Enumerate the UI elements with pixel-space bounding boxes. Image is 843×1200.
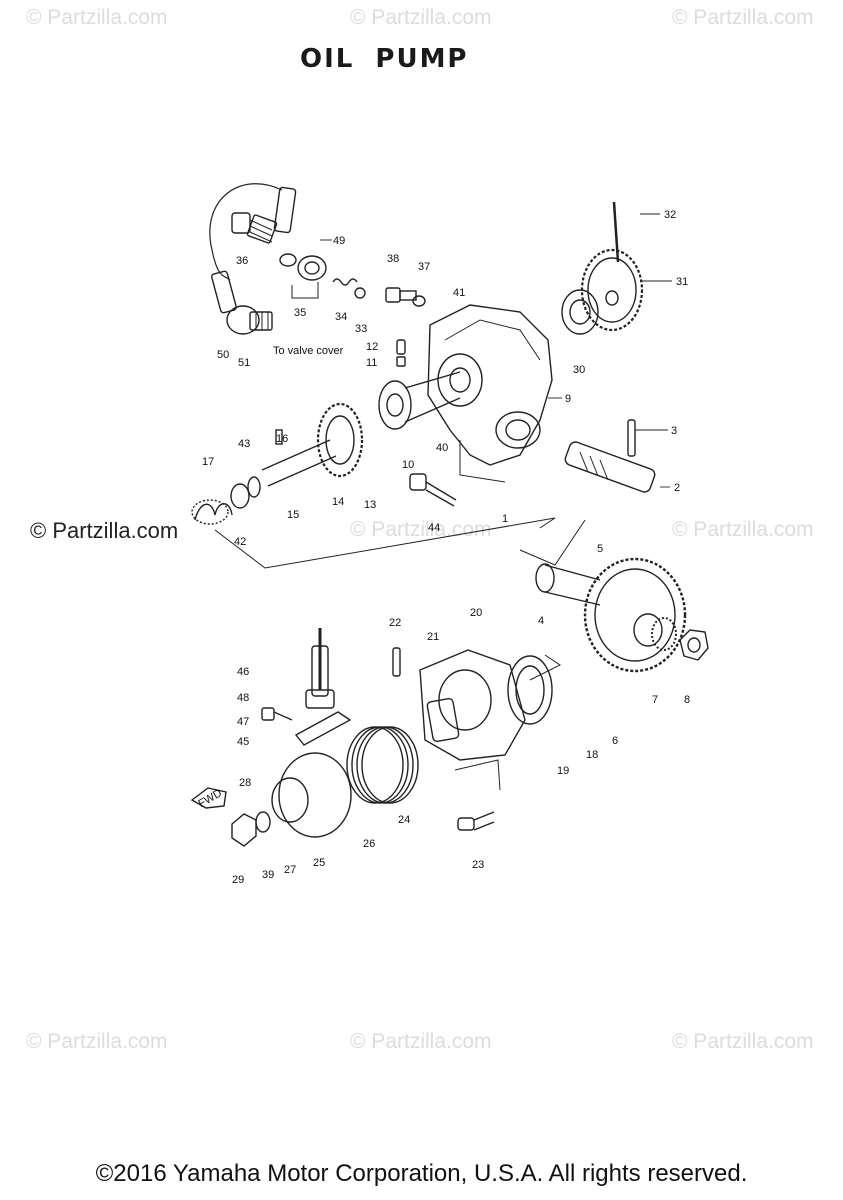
callout-42: 42 [234, 536, 246, 548]
callout-41: 41 [453, 287, 465, 299]
oil-pump-exploded-diagram: 1 2 3 4 5 6 7 8 9 10 11 12 13 14 15 16 1… [190, 183, 709, 886]
watermark: © Partzilla.com [26, 6, 168, 29]
callout-28: 28 [239, 777, 251, 789]
callout-46: 46 [237, 666, 249, 678]
callout-25: 25 [313, 857, 325, 869]
callout-1: 1 [502, 513, 508, 525]
watermark: © Partzilla.com [672, 518, 814, 541]
callout-47: 47 [237, 716, 249, 728]
callout-20: 20 [470, 607, 482, 619]
callout-6: 6 [612, 735, 618, 747]
callout-39: 39 [262, 869, 274, 881]
callout-43: 43 [238, 438, 250, 450]
callout-45: 45 [237, 736, 249, 748]
callout-30: 30 [573, 364, 585, 376]
callout-34: 34 [335, 311, 347, 323]
callout-21: 21 [427, 631, 439, 643]
callout-29: 29 [232, 874, 244, 886]
callout-2: 2 [674, 482, 680, 494]
callout-27: 27 [284, 864, 296, 876]
callout-35: 35 [294, 307, 306, 319]
callout-36: 36 [236, 255, 248, 267]
callout-13: 13 [364, 499, 376, 511]
watermark: © Partzilla.com [350, 1030, 492, 1053]
callout-5: 5 [597, 543, 603, 555]
callout-37: 37 [418, 261, 430, 273]
callout-40: 40 [436, 442, 448, 454]
callout-10: 10 [402, 459, 414, 471]
callout-38: 38 [387, 253, 399, 265]
watermark: © Partzilla.com [350, 6, 492, 29]
callout-32: 32 [664, 209, 676, 221]
callout-18: 18 [586, 749, 598, 761]
callout-9: 9 [565, 393, 571, 405]
callout-23: 23 [472, 859, 484, 871]
callout-7: 7 [652, 694, 658, 706]
callout-22: 22 [389, 617, 401, 629]
callout-44: 44 [428, 522, 440, 534]
watermark: © Partzilla.com [672, 6, 814, 29]
valve-cover-note: To valve cover [273, 345, 344, 357]
callout-8: 8 [684, 694, 690, 706]
callout-11: 11 [366, 357, 377, 369]
diagram-title: OIL PUMP [300, 44, 469, 74]
callout-16: 16 [276, 433, 288, 445]
watermark-left: © Partzilla.com [30, 518, 179, 543]
callout-3: 3 [671, 425, 677, 437]
callout-19: 19 [557, 765, 569, 777]
callout-24: 24 [398, 814, 410, 826]
watermark: © Partzilla.com [26, 1030, 168, 1053]
callout-50: 50 [217, 349, 229, 361]
callout-12: 12 [366, 341, 378, 353]
callout-15: 15 [287, 509, 299, 521]
callout-31: 31 [676, 276, 688, 288]
callout-48: 48 [237, 692, 249, 704]
copyright-notice: ©2016 Yamaha Motor Corporation, U.S.A. A… [95, 1160, 748, 1187]
watermark: © Partzilla.com [672, 1030, 814, 1053]
callout-17: 17 [202, 456, 214, 468]
callout-4: 4 [538, 615, 544, 627]
callout-51: 51 [238, 357, 250, 369]
callout-14: 14 [332, 496, 344, 508]
callout-49: 49 [333, 235, 345, 247]
callout-26: 26 [363, 838, 375, 850]
callout-33: 33 [355, 323, 367, 335]
